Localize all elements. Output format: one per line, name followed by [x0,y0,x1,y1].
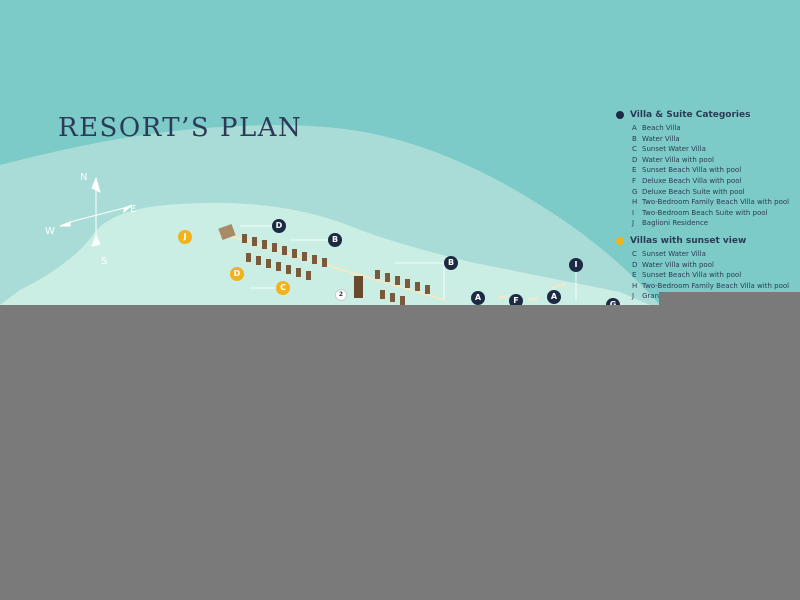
legend-categories-heading: Villa & Suite Categories [616,109,796,121]
legend-item-label: Two-Bedroom Family Beach Villa with pool [642,281,790,290]
marker-f-navy[interactable]: F [509,294,523,305]
map-illustration [0,125,660,305]
legend-item: D Water Villa with pool [616,155,796,166]
legend-item: J Baglioni Residence [616,218,796,229]
legend-item: E Sunset Beach Villa with pool [616,165,796,176]
residence-building [218,223,236,241]
legend-item-code: G [632,187,638,196]
grey-overlay-panel [0,305,800,600]
jetty-path [229,235,446,301]
legend-item-code: C [632,145,637,154]
legend-item-code: D [632,155,638,164]
legend-item: H Two-Bedroom Family Beach Villa with poo… [616,281,796,292]
legend-item-code: B [632,134,637,143]
legend-item-label: Two-Bedroom Beach Suite with pool [642,208,768,217]
legend-item-code: H [632,198,638,207]
legend-item: F Deluxe Beach Villa with pool [616,176,796,187]
water-villa-row-1 [242,234,327,267]
main-building [354,276,363,298]
legend-item-code: A [632,124,637,132]
compass-east-label: E [130,204,137,215]
marker-a-navy[interactable]: A [471,291,485,305]
resort-map: RESORT’S PLAN N E W S J D B D C 2 B I A … [0,0,800,305]
compass-rose [59,176,133,247]
legend-item-code: E [632,271,637,280]
marker-b-navy-2[interactable]: B [444,256,458,270]
legend-item-label: Water Villa with pool [642,155,714,164]
legend-item: C Sunset Water Villa [616,249,796,260]
legend-item-code: F [632,176,637,185]
legend-item-label: Water Villa with pool [642,260,714,269]
legend-item-code: J [632,292,635,301]
island-land [0,202,650,305]
legend-item-label: Two-Bedroom Family Beach Villa with pool [642,198,790,207]
legend-item-label: Deluxe Beach Suite with pool [642,187,745,196]
water-villa-row-3 [375,270,430,305]
legend-item: G Deluxe Beach Suite with pool [616,187,796,198]
legend-item-code: C [632,249,637,258]
leader-lines [240,225,577,300]
navy-dot-icon [616,111,624,119]
water-villa-row-2 [246,253,311,280]
marker-g-navy[interactable]: G [606,298,620,305]
legend-item: B Water Villa [616,134,796,145]
legend-sunset-heading: Villas with sunset view [616,235,796,247]
legend-item-label: Beach Villa [642,124,681,132]
legend-item-code: J [632,219,635,228]
gold-dot-icon [616,236,624,245]
legend-item-code: E [632,166,637,175]
marker-j-gold[interactable]: J [178,230,192,244]
legend-item-label: Sunset Beach Villa with pool [642,271,742,280]
legend-item-code: I [632,208,635,217]
legend-item-label: Deluxe Beach Villa with pool [642,176,742,185]
legend-item: H Two-Bedroom Family Beach Villa with poo… [616,197,796,208]
legend-item: A Beach Villa [616,123,796,134]
marker-d-gold[interactable]: D [230,267,244,281]
marker-number-2[interactable]: 2 [335,289,347,301]
legend-item: D Water Villa with pool [616,260,796,271]
legend-item-label: Water Villa [642,134,680,143]
marker-i-navy[interactable]: I [569,258,583,272]
legend-item-label: Baglioni Residence [642,219,709,228]
marker-a-navy-2[interactable]: A [547,290,561,304]
legend-item: I Two-Bedroom Beach Suite with pool [616,208,796,219]
compass-north-label: N [80,172,88,183]
legend-item-code: H [632,281,638,290]
legend-item-label: Sunset Water Villa [642,145,706,154]
beach-villa-dashes [497,283,567,301]
marker-b-navy[interactable]: B [328,233,342,247]
marker-c-gold[interactable]: C [276,281,290,295]
marker-d-navy[interactable]: D [272,219,286,233]
map-title: RESORT’S PLAN [58,113,303,143]
compass-south-label: S [101,256,108,267]
legend-item-code: D [632,260,638,269]
compass-west-label: W [45,226,55,237]
grey-overlay-corner [659,292,800,306]
legend-item-label: Sunset Beach Villa with pool [642,166,742,175]
legend-item-label: Sunset Water Villa [642,249,706,258]
legend-item: E Sunset Beach Villa with pool [616,270,796,281]
legend-item: C Sunset Water Villa [616,144,796,155]
